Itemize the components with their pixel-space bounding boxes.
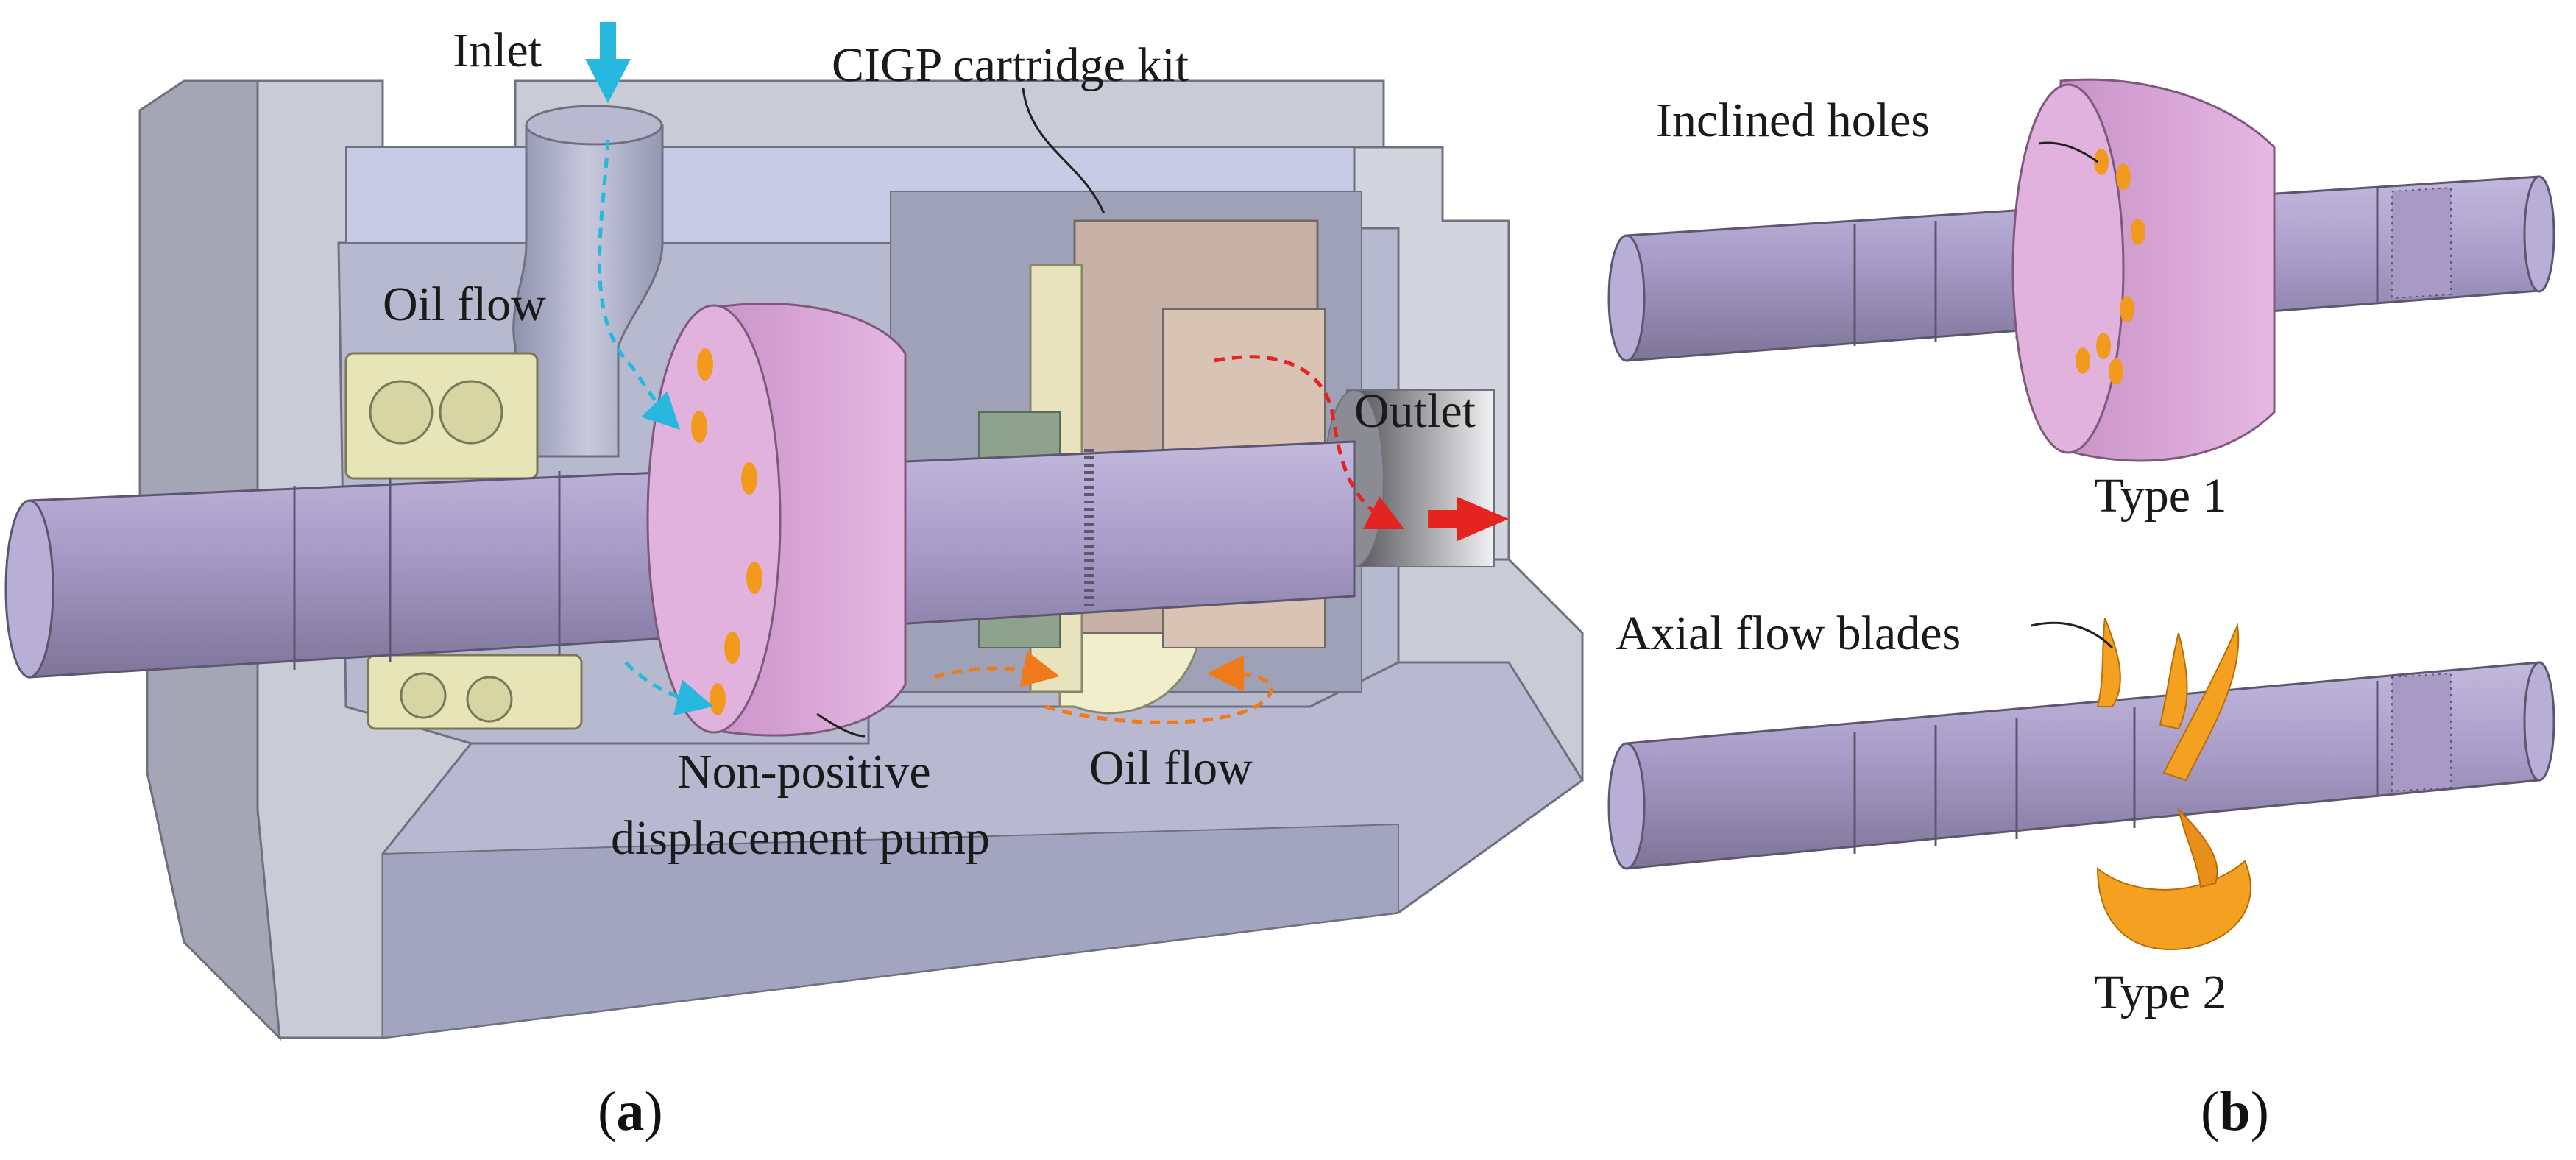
inlet-flow-path [597,139,681,431]
pump-label-line1: Non-positive [677,745,931,799]
type1-label: Type 1 [2094,469,2227,523]
leader-pump [816,712,866,738]
oil-flow-bottom-label: Oil flow [1089,741,1253,795]
pump-disc-holes [691,348,762,715]
blade-icon [2162,623,2240,782]
outlet-flow-path [1214,355,1404,529]
hole-icon [724,632,740,664]
inlet-flow-path-lower [624,661,714,715]
type2-label: Type 2 [2094,966,2227,1019]
inlet-label: Inlet [453,24,542,77]
hole-icon [2131,219,2145,245]
leader-axial-blades [2031,621,2114,649]
housing-bottom-band [382,823,1399,1039]
hole-icon [2120,296,2134,322]
panel-b-caption: (b) [2201,1081,2269,1142]
outlet-arrow [1428,497,1509,541]
hole-icon [710,683,726,715]
pump-label-line2: displacement pump [611,811,990,865]
outlet-label: Outlet [1354,384,1476,438]
panel-a-cutaway: Inlet CIGP cartridge kit Oil flow Outlet… [4,22,1585,1142]
bearing-upper [344,352,539,480]
axial-blades-label: Axial flow blades [1616,606,1961,660]
hole-icon [2109,358,2123,385]
blade-icon [2096,860,2251,951]
inclined-holes-label: Inclined holes [1656,93,1930,147]
type1-disc [2011,78,2276,462]
hole-icon [2094,149,2109,175]
inlet-pipe [512,105,664,458]
type2-shaft [1607,661,2555,870]
hole-icon [741,462,757,495]
oil-flow-left-label: Oil flow [383,277,546,331]
oil-flow-path-1 [934,651,1060,687]
inlet-arrow [585,22,631,103]
hole-icon [746,562,762,594]
hole-icon [691,411,707,443]
hole-icon [697,348,713,381]
axial-flow-blades [2096,618,2251,951]
leader-inclined-holes [2038,141,2098,163]
oil-flow-path-2 [1044,655,1273,724]
hole-icon [2116,163,2131,190]
panel-b-types: Inclined holes Type 1 Axial flow blades … [1607,78,2555,1142]
blade-icon [2177,807,2218,888]
blade-icon [2096,618,2121,707]
hole-icon [2096,333,2111,359]
panel-a-caption: (a) [598,1081,663,1142]
blade-icon [2159,632,2188,730]
leader-cartridge [1022,88,1105,214]
pump-disc [646,303,907,737]
bearing-lower [367,654,583,730]
hole-icon [2076,347,2090,374]
cartridge-label: CIGP cartridge kit [832,38,1189,92]
